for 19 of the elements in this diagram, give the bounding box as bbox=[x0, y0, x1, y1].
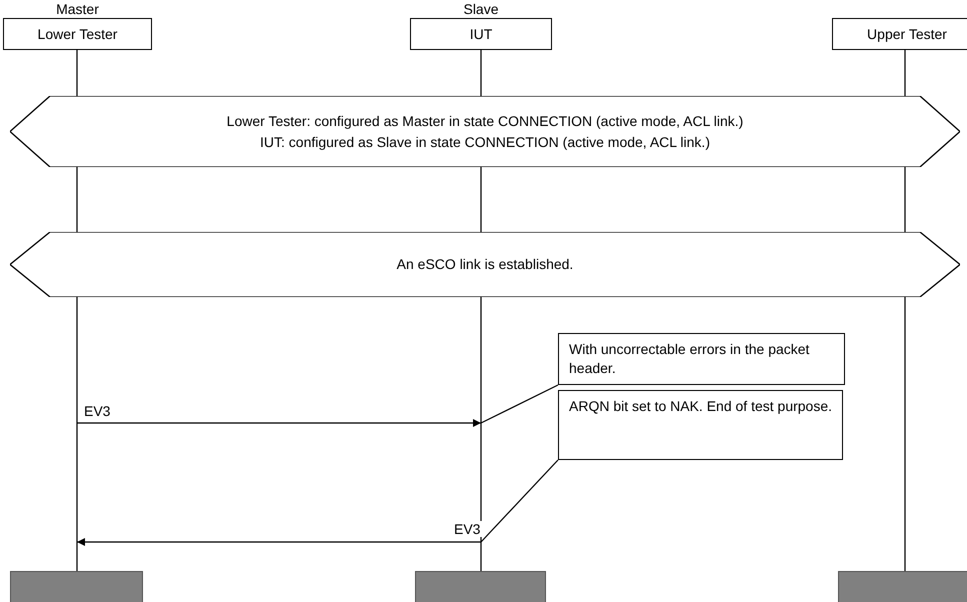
banner-text: An eSCO link is established. bbox=[396, 255, 574, 274]
lifeline-end-bar bbox=[10, 571, 143, 602]
leader-line bbox=[480, 384, 558, 424]
lifeline-header: Upper Tester bbox=[832, 18, 967, 50]
message-label: EV3 bbox=[82, 403, 112, 419]
role-label: Slave bbox=[462, 1, 500, 17]
lifeline-end-bar bbox=[415, 571, 546, 602]
lifeline-end-bar bbox=[838, 571, 967, 602]
message-arrow bbox=[77, 538, 481, 546]
role-label: Master bbox=[55, 1, 100, 17]
message-label: EV3 bbox=[452, 521, 482, 537]
lifeline-header: IUT bbox=[410, 18, 552, 50]
leader-line bbox=[480, 460, 558, 542]
message-arrow bbox=[77, 419, 481, 427]
banner-text: IUT: configured as Slave in state CONNECTION (active mode, ACL link.) bbox=[260, 132, 710, 152]
banner-text: Lower Tester: configured as Master in state CONNECTION (active mode, ACL link.) bbox=[226, 112, 744, 131]
note-box: ARQN bit set to NAK. End of test purpose. bbox=[558, 390, 843, 460]
note-box: With uncorrectable errors in the packet header. bbox=[558, 333, 845, 385]
lifeline-header: Lower Tester bbox=[3, 18, 152, 50]
